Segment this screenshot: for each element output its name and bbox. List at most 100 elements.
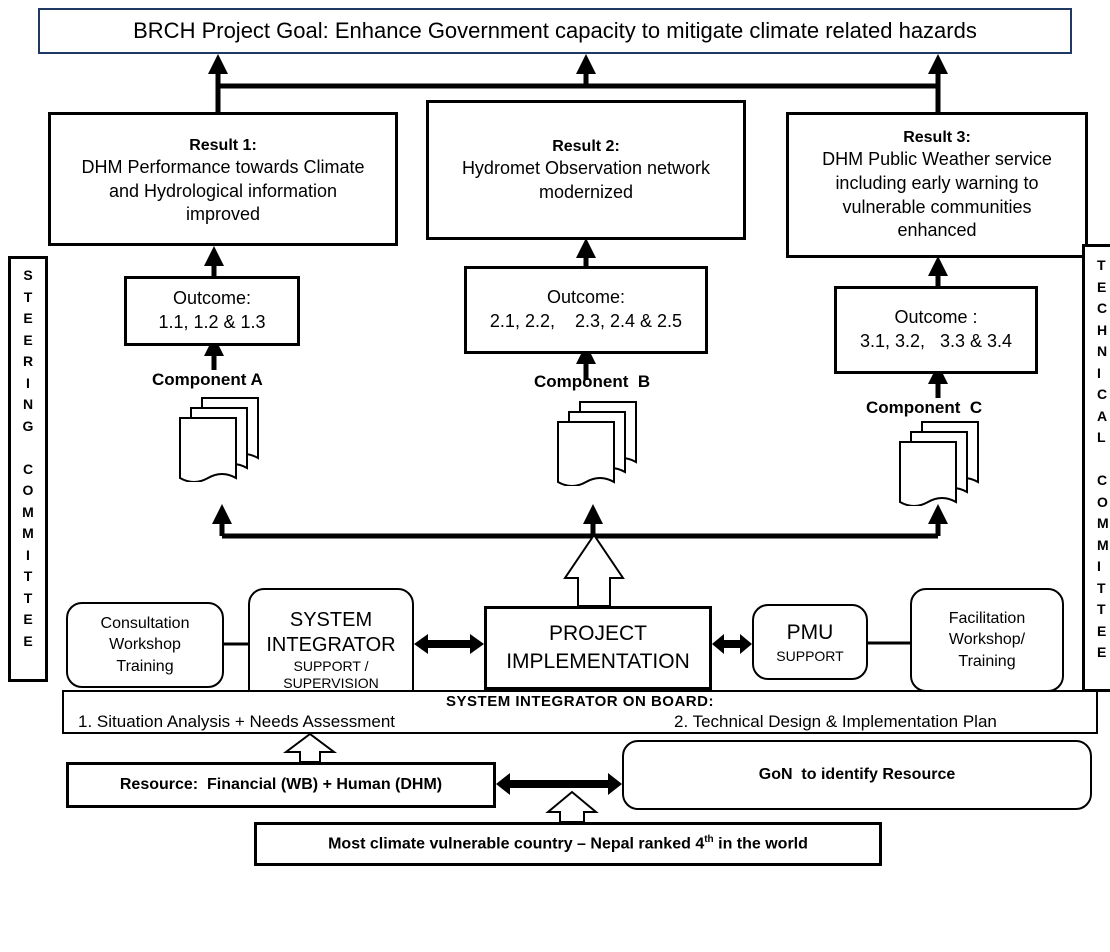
component-b-label: Component B (534, 372, 651, 391)
technical-letter: L (1097, 429, 1106, 445)
result-3-line-2: including early warning to (835, 172, 1039, 193)
pmu-title: PMU (786, 620, 834, 644)
component-c-documents-icon (899, 421, 979, 506)
outcome-3-box: Outcome : 3.1, 3.2, 3.3 & 3.4 (834, 286, 1038, 374)
system-integrator-title-2: INTEGRATOR (266, 633, 396, 656)
result-1-line-2: and Hydrological information (108, 180, 338, 201)
outcome-1-label: Outcome: (172, 288, 252, 309)
technical-committee-box: T E C H N I C A L C O M M I T T E E (1082, 244, 1110, 692)
system-integrator-sub-1: SUPPORT / (293, 657, 369, 674)
result-1-line-1: DHM Performance towards Climate (81, 156, 365, 177)
component-a-documents-icon (179, 397, 259, 482)
project-implementation-line-2: IMPLEMENTATION (506, 650, 690, 673)
steering-letter: T (23, 568, 33, 584)
project-implementation-box: PROJECT IMPLEMENTATION (484, 606, 712, 690)
component-c-label: Component C (866, 398, 983, 417)
technical-letter: E (1097, 278, 1107, 295)
technical-letter: O (1097, 493, 1108, 510)
technical-letter: T (1097, 257, 1106, 273)
result-1-title: Result 1: (189, 136, 257, 154)
steering-letter: R (22, 353, 34, 369)
steering-letter: T (23, 288, 33, 305)
result-2-line-2: modernized (538, 181, 634, 202)
technical-letter: I (1097, 364, 1101, 381)
consultation-line-3: Training (116, 657, 174, 675)
steering-letter: T (23, 589, 33, 606)
vulnerability-text: Most climate vulnerable country – Nepal … (328, 835, 705, 853)
consultation-box: Consultation Workshop Training (66, 602, 224, 688)
facilitation-line-1: Facilitation (948, 610, 1026, 628)
system-integrator-onboard-box: SYSTEM INTEGRATOR ON BOARD: 1. Situation… (62, 690, 1098, 734)
technical-letter: A (1097, 407, 1108, 424)
result-2-title: Result 2: (552, 137, 620, 155)
pmu-subtitle: SUPPORT (776, 647, 844, 664)
technical-letter: C (1097, 300, 1108, 316)
steering-letter: E (23, 310, 33, 326)
result-2-box: Result 2: Hydromet Observation network m… (426, 100, 746, 240)
gon-text: GoN to identify Resource (758, 766, 956, 784)
steering-letter: E (23, 632, 33, 649)
facilitation-line-3: Training (958, 652, 1016, 670)
resource-text: Resource: Financial (WB) + Human (DHM) (119, 776, 443, 794)
steering-letter: M (22, 503, 34, 520)
technical-spacer (1097, 449, 1110, 471)
result-3-line-1: DHM Public Weather service (822, 149, 1052, 170)
onboard-title: SYSTEM INTEGRATOR ON BOARD: (446, 693, 714, 710)
onboard-item-2: 2. Technical Design & Implementation Pla… (674, 712, 997, 731)
system-integrator-title-1: SYSTEM (289, 608, 373, 631)
system-integrator-sub-2: SUPERVISION (283, 675, 379, 691)
technical-letter: H (1097, 321, 1108, 338)
result-3-line-3: vulnerable communities (842, 196, 1032, 217)
gon-box: GoN to identify Resource (622, 740, 1092, 810)
result-2-line-1: Hydromet Observation network (461, 157, 711, 178)
steering-letter: G (22, 417, 34, 434)
outcome-3-label: Outcome : (894, 307, 978, 328)
technical-letter: E (1097, 644, 1107, 660)
steering-letter: M (22, 525, 34, 541)
technical-letter: M (1097, 536, 1109, 553)
consultation-line-2: Workshop (109, 636, 181, 654)
result-1-line-3: improved (185, 204, 261, 225)
vulnerability-superscript: th (704, 834, 714, 846)
result-3-line-4: enhanced (897, 220, 977, 241)
outcome-2-values: 2.1, 2.2, 2.3, 2.4 & 2.5 (489, 311, 683, 331)
component-a-label: Component A (152, 370, 263, 389)
steering-letter: E (23, 611, 33, 627)
outcome-2-label: Outcome: (546, 287, 626, 308)
consultation-line-1: Consultation (100, 615, 190, 633)
outcome-3-values: 3.1, 3.2, 3.3 & 3.4 (859, 331, 1013, 351)
vulnerability-statement: Most climate vulnerable country – Nepal … (328, 833, 808, 854)
resource-box: Resource: Financial (WB) + Human (DHM) (66, 762, 496, 808)
technical-letter: E (1097, 622, 1107, 639)
facilitation-line-2: Workshop/ (948, 631, 1026, 649)
project-implementation-line-1: PROJECT (548, 622, 647, 646)
steering-letter: N (22, 396, 34, 412)
outcome-1-box: Outcome: 1.1, 1.2 & 1.3 (124, 276, 300, 346)
steering-letter: S (23, 267, 33, 283)
steering-committee-box: S T E E R I N G C O M M I T T E E (8, 256, 48, 682)
technical-letter: I (1097, 558, 1101, 574)
vulnerability-box: Most climate vulnerable country – Nepal … (254, 822, 882, 866)
technical-letter: N (1097, 343, 1108, 359)
outcome-2-box: Outcome: 2.1, 2.2, 2.3, 2.4 & 2.5 (464, 266, 708, 354)
result-1-box: Result 1: DHM Performance towards Climat… (48, 112, 398, 246)
project-goal-text: BRCH Project Goal: Enhance Government ca… (133, 18, 977, 44)
onboard-item-1: 1. Situation Analysis + Needs Assessment (78, 712, 396, 731)
outcome-1-values: 1.1, 1.2 & 1.3 (158, 312, 266, 332)
component-b-documents-icon (557, 401, 637, 486)
steering-letter: E (23, 331, 33, 348)
steering-letter: C (22, 460, 34, 477)
steering-letter: I (26, 546, 30, 563)
pmu-box: PMU SUPPORT (752, 604, 868, 680)
project-goal-box: BRCH Project Goal: Enhance Government ca… (38, 8, 1072, 54)
technical-letter: T (1097, 579, 1106, 596)
technical-letter: T (1097, 601, 1106, 617)
technical-letter: M (1097, 515, 1109, 531)
result-3-box: Result 3: DHM Public Weather service inc… (786, 112, 1088, 258)
steering-spacer (11, 437, 45, 459)
technical-letter: C (1097, 472, 1108, 488)
steering-letter: O (22, 482, 34, 498)
steering-letter: I (26, 374, 30, 391)
facilitation-box: Facilitation Workshop/ Training (910, 588, 1064, 692)
result-3-title: Result 3: (903, 128, 971, 146)
